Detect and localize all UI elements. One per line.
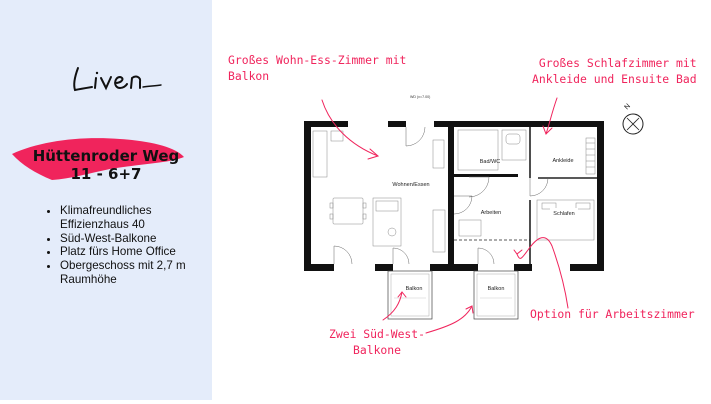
sidebar: Hüttenroder Weg 11 - 6+7 Klimafreundlich…: [0, 0, 212, 400]
furniture: [312, 129, 596, 253]
compass-label: N: [623, 103, 632, 112]
floorplan-area: WD (x=7.00) Wohnen/Essen Bad/WC Ankleide…: [212, 0, 711, 400]
annotation-living: Großes Wohn-Ess-Zimmer mit Balkon: [228, 52, 406, 84]
feature-list: Klimafreundliches Effizienzhaus 40 Süd-W…: [44, 204, 212, 287]
annotation-balconies: Zwei Süd-West- Balkone: [329, 326, 425, 358]
interior-walls: [454, 127, 597, 264]
annotation-living-line2: Balkon: [228, 69, 270, 83]
annotation-bedroom: Großes Schlafzimmer mit Ankleide und Ens…: [532, 55, 697, 87]
label-bg-living: [389, 179, 433, 188]
project-title: Hüttenroder Weg 11 - 6+7: [0, 147, 212, 183]
annotation-bedroom-line2: Ankleide und Ensuite Bad: [532, 72, 697, 86]
annotation-balconies-line2: Balkone: [353, 343, 402, 357]
feature-item: Obergeschoss mit 2,7 m Raumhöhe: [60, 259, 212, 287]
accent-brush-shape: [12, 138, 184, 180]
project-title-line1: Hüttenroder Weg: [32, 147, 180, 165]
label-bg-sleep: [550, 208, 578, 217]
window-note: WD (x=7.00): [410, 95, 430, 99]
room-label-bath: Bad/WC: [480, 159, 501, 165]
annotation-bedroom-line1: Großes Schlafzimmer mit: [538, 56, 697, 70]
door-swings: [333, 126, 549, 265]
room-label-dressing: Ankleide: [552, 158, 573, 164]
annotation-living-line1: Großes Wohn-Ess-Zimmer mit: [228, 53, 407, 67]
annotation-balconies-line1: Zwei Süd-West-: [329, 327, 426, 341]
feature-item: Klimafreundliches Effizienzhaus 40: [60, 204, 212, 232]
compass-icon: N: [622, 103, 644, 135]
feature-item: Süd-West-Balkone: [60, 232, 212, 246]
exterior-walls: [304, 121, 604, 271]
room-label-balcony-left: Balkon: [406, 286, 423, 292]
floorplan: WD (x=7.00) Wohnen/Essen Bad/WC Ankleide…: [304, 95, 644, 334]
room-label-sleep: Schlafen: [553, 211, 574, 217]
room-label-balcony-right: Balkon: [488, 286, 505, 292]
feature-item: Platz fürs Home Office: [60, 245, 212, 259]
project-title-line2: 11 - 6+7: [70, 165, 142, 183]
annotation-arrows: [321, 97, 569, 334]
liven-logo: [73, 67, 162, 92]
room-label-living: Wohnen/Essen: [392, 182, 429, 188]
room-label-work: Arbeiten: [481, 210, 502, 216]
balconies: [387, 270, 519, 320]
annotation-office: Option für Arbeitszimmer: [530, 307, 695, 321]
